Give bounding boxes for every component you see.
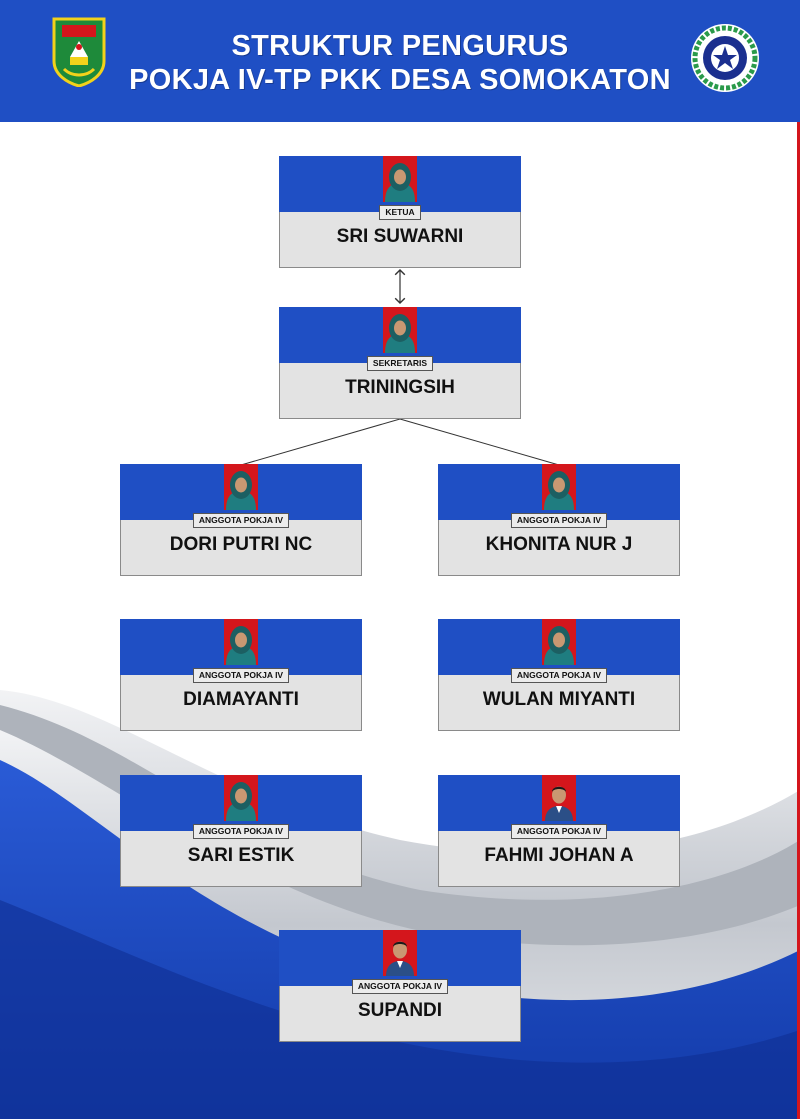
pkk-emblem-icon (691, 24, 759, 92)
member-card: ANGGOTA POKJA IV FAHMI JOHAN A (438, 775, 680, 887)
member-card: ANGGOTA POKJA IV SUPANDI (279, 930, 521, 1042)
member-card: SEKRETARIS TRININGSIH (279, 307, 521, 419)
member-name: TRININGSIH (345, 377, 455, 398)
member-name: DORI PUTRI NC (169, 534, 313, 555)
role-label: ANGGOTA POKJA IV (120, 821, 362, 839)
page-title-line-1: STRUKTUR PENGURUS (231, 30, 569, 62)
woman-hijab-icon (224, 619, 258, 665)
role-label: ANGGOTA POKJA IV (438, 665, 680, 683)
role-label: ANGGOTA POKJA IV (279, 976, 521, 994)
member-card: ANGGOTA POKJA IV WULAN MIYANTI (438, 619, 680, 731)
sekretaris-to-right-connector (399, 418, 560, 466)
member-name: SUPANDI (357, 1000, 443, 1021)
member-card: ANGGOTA POKJA IV DIAMAYANTI (120, 619, 362, 731)
man-icon (542, 775, 576, 821)
role-badge: ANGGOTA POKJA IV (192, 824, 290, 839)
member-card: ANGGOTA POKJA IV DORI PUTRI NC (120, 464, 362, 576)
role-badge: SEKRETARIS (366, 356, 434, 371)
card-name-box (120, 520, 362, 576)
member-name: KHONITA NUR J (485, 534, 633, 555)
sekretaris-to-left-connector (240, 418, 401, 466)
role-badge: ANGGOTA POKJA IV (510, 513, 608, 528)
page-title-line-2: POKJA IV-TP PKK DESA SOMOKATON (129, 64, 671, 96)
member-card: ANGGOTA POKJA IV SARI ESTIK (120, 775, 362, 887)
role-badge: ANGGOTA POKJA IV (192, 668, 290, 683)
card-name-box (120, 831, 362, 887)
member-card: ANGGOTA POKJA IV KHONITA NUR J (438, 464, 680, 576)
role-label: ANGGOTA POKJA IV (120, 510, 362, 528)
role-label: KETUA (279, 202, 521, 220)
card-name-box (438, 831, 680, 887)
role-badge: ANGGOTA POKJA IV (510, 824, 608, 839)
member-name: FAHMI JOHAN A (484, 845, 634, 866)
card-name-box (438, 520, 680, 576)
role-badge: ANGGOTA POKJA IV (510, 668, 608, 683)
role-badge: KETUA (379, 205, 421, 220)
role-label: ANGGOTA POKJA IV (438, 821, 680, 839)
role-badge: ANGGOTA POKJA IV (351, 979, 449, 994)
woman-hijab-icon (383, 307, 417, 353)
card-name-box (120, 675, 362, 731)
role-badge: ANGGOTA POKJA IV (192, 513, 290, 528)
kabupaten-magelang-emblem-icon (52, 17, 106, 87)
card-name-box (279, 212, 521, 268)
member-name: SARI ESTIK (187, 845, 295, 866)
woman-hijab-icon (224, 464, 258, 510)
member-name: SRI SUWARNI (336, 226, 464, 247)
woman-hijab-icon (383, 156, 417, 202)
woman-hijab-icon (542, 464, 576, 510)
header-banner: STRUKTUR PENGURUS POKJA IV-TP PKK DESA S… (0, 0, 800, 122)
role-label: SEKRETARIS (279, 353, 521, 371)
woman-hijab-icon (542, 619, 576, 665)
member-name: WULAN MIYANTI (482, 689, 636, 710)
man-icon (383, 930, 417, 976)
member-card: KETUA SRI SUWARNI (279, 156, 521, 268)
member-name: DIAMAYANTI (183, 689, 299, 710)
card-name-box (279, 986, 521, 1042)
card-name-box (438, 675, 680, 731)
role-label: ANGGOTA POKJA IV (120, 665, 362, 683)
woman-hijab-icon (224, 775, 258, 821)
role-label: ANGGOTA POKJA IV (438, 510, 680, 528)
card-name-box (279, 363, 521, 419)
